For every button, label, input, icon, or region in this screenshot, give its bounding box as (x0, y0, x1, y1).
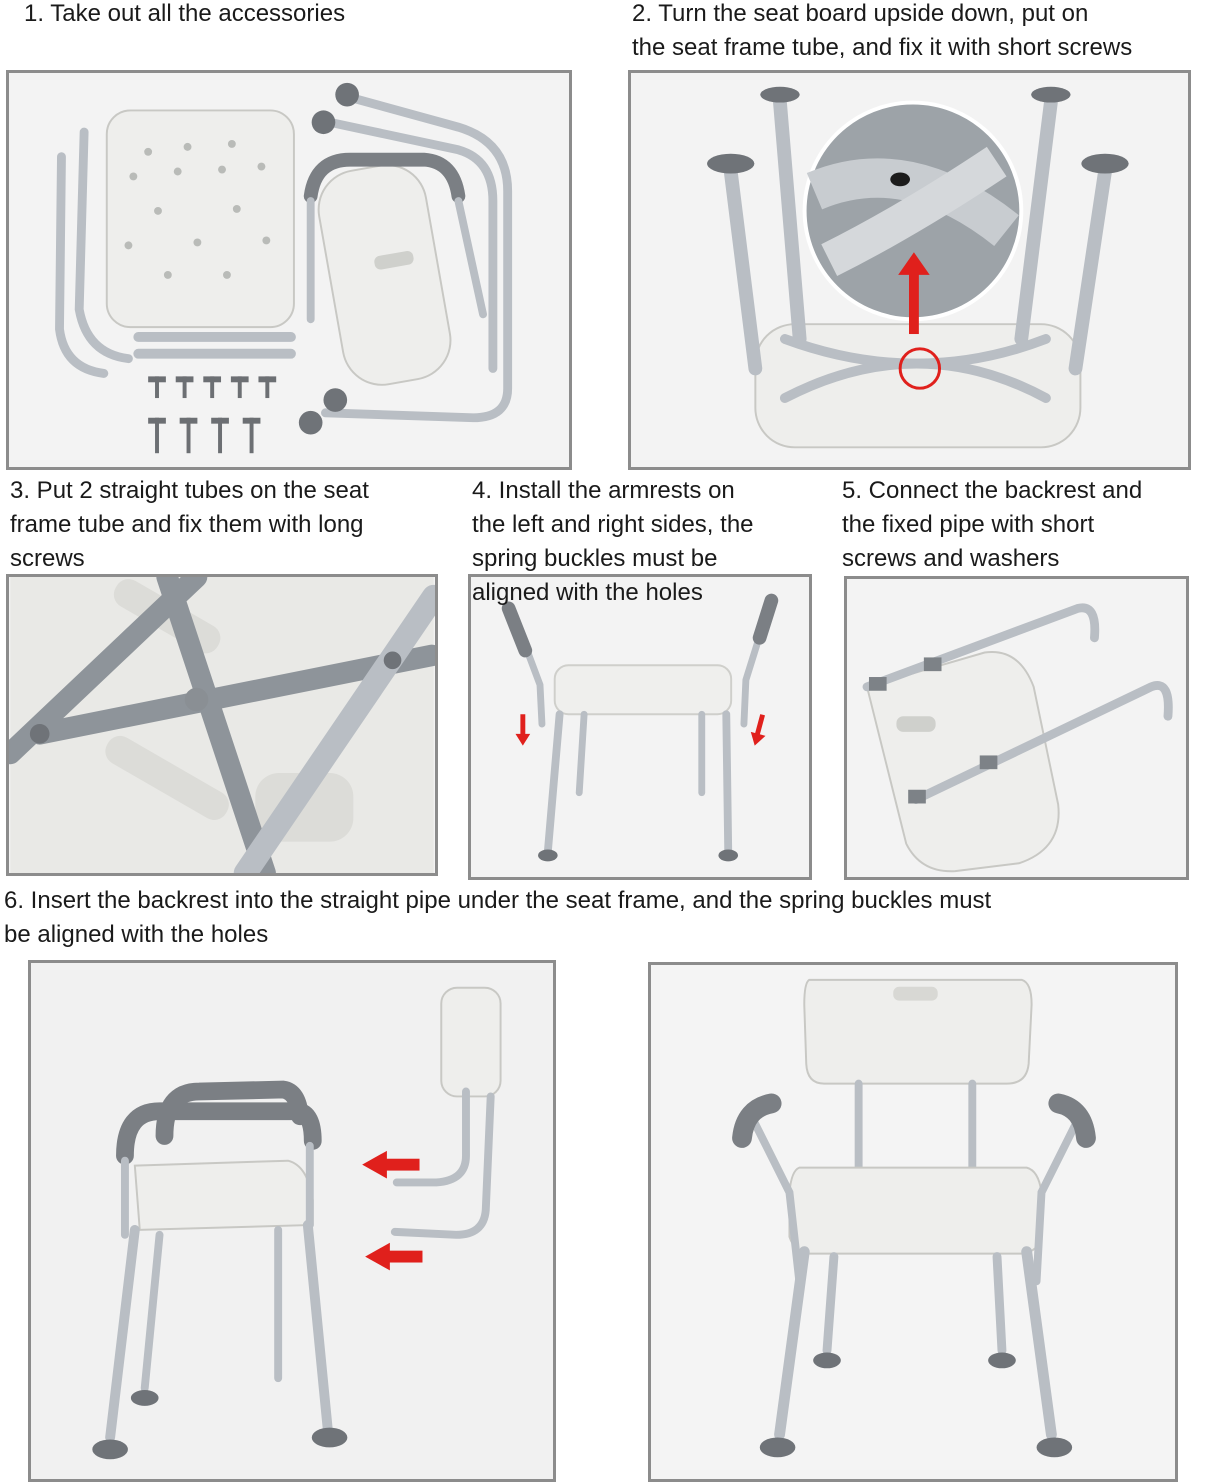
step-6-image-finished-chair (648, 962, 1178, 1482)
step-3-caption: 3. Put 2 straight tubes on the seat fram… (10, 477, 369, 572)
step-5-image-backrest (844, 576, 1189, 880)
step-3-image-straight-tubes (6, 574, 438, 876)
step-5-caption: 5. Connect the backrest and the fixed pi… (842, 477, 1143, 572)
step-4-image-armrests (468, 574, 812, 880)
step-2-caption: 2. Turn the seat board upside down, put … (632, 0, 1133, 61)
step-6-image-insert-backrest (28, 960, 556, 1482)
step-6-caption: 6. Insert the backrest into the straight… (4, 887, 992, 948)
step-2-image-seat-frame (628, 70, 1191, 470)
step-1-image-accessories (6, 70, 572, 470)
step-1-caption: 1. Take out all the accessories (24, 0, 346, 27)
step-4-caption: 4. Install the armrests on the left and … (472, 477, 754, 606)
